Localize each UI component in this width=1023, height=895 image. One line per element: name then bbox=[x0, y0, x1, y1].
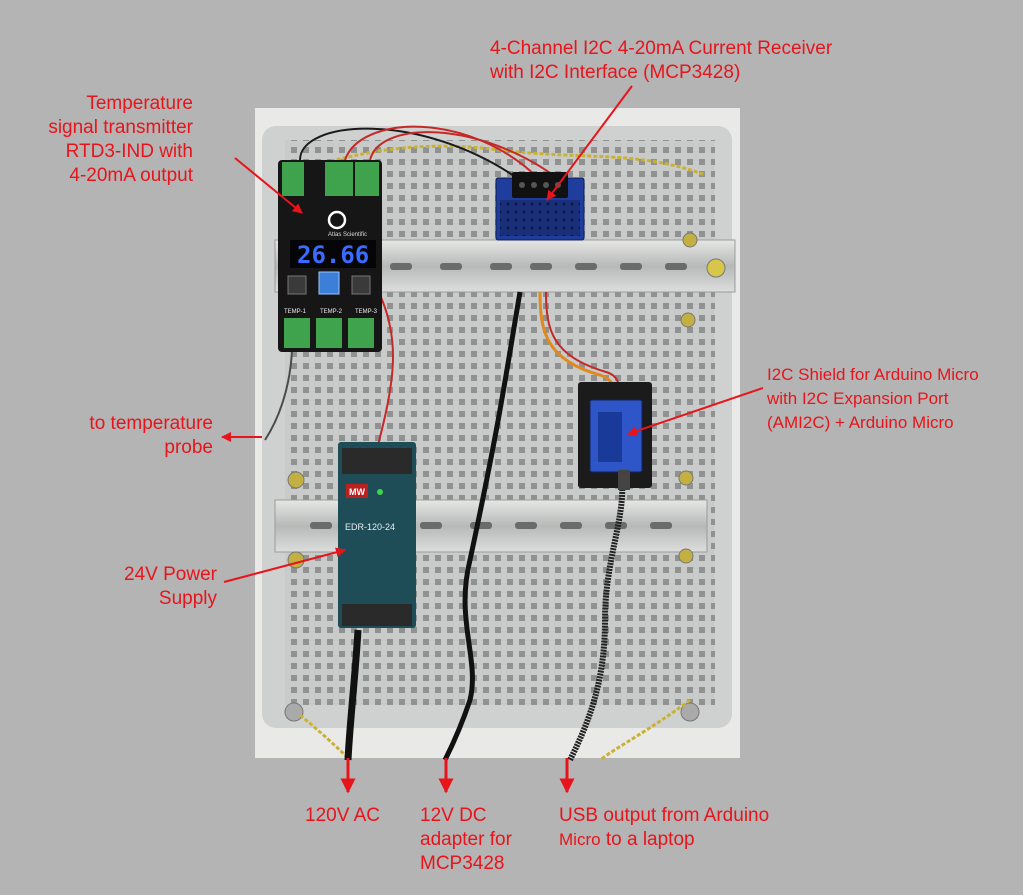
transmitter-label-line: 4-20mA output bbox=[69, 165, 193, 186]
rail-screw bbox=[678, 470, 694, 486]
channel-label: TEMP-1 bbox=[284, 309, 307, 315]
receiver-arrow bbox=[546, 85, 633, 201]
channel-label: TEMP-2 bbox=[320, 309, 343, 315]
receiver-board-pcb bbox=[500, 200, 580, 236]
usb-label-line: Micro to a laptop bbox=[559, 828, 769, 852]
terminal-block-green bbox=[284, 318, 310, 348]
psu-model: EDR-120-24 bbox=[345, 522, 395, 532]
ac-label: 120V AC bbox=[305, 804, 380, 828]
usb-cable bbox=[567, 479, 626, 762]
probe-wire bbox=[264, 349, 293, 441]
shield-label-line: with I2C Expansion Port bbox=[767, 389, 949, 408]
psu-arrow bbox=[223, 547, 346, 583]
rail-screw bbox=[287, 551, 305, 569]
transmitter-label-line: signal transmitter bbox=[48, 117, 193, 138]
arduino-pcb bbox=[598, 412, 622, 462]
probe-label-line: to temperature bbox=[89, 413, 213, 434]
psu-label-line: 24V Power bbox=[124, 564, 217, 585]
shield-label-line: (AMI2C) + Arduino Micro bbox=[767, 413, 954, 432]
signal-wire bbox=[369, 131, 561, 181]
rail-screw bbox=[678, 548, 694, 564]
transmitter-label-line: RTD3-IND with bbox=[65, 141, 193, 162]
psu-terminal bbox=[342, 448, 412, 474]
ac-cable bbox=[344, 629, 362, 761]
power-wire bbox=[377, 294, 394, 446]
transmitter-arrow bbox=[234, 157, 303, 214]
dc-label-line: adapter for bbox=[420, 829, 512, 850]
device-brand: Atlas Scientific bbox=[328, 232, 367, 238]
usb-label-micro: Micro bbox=[559, 830, 601, 849]
transmitter-label: Temperature signal transmitter RTD3-IND … bbox=[48, 92, 193, 188]
psu-label: 24V Power Supply bbox=[124, 563, 217, 611]
probe-label: to temperature probe bbox=[89, 412, 213, 460]
terminal-block-green bbox=[355, 162, 379, 196]
receiver-label: 4-Channel I2C 4-20mA Current Receiver wi… bbox=[490, 37, 832, 85]
dc-label-line: 12V DC bbox=[420, 805, 487, 826]
usb-label: USB output from Arduino Micro to a lapto… bbox=[559, 804, 769, 852]
psu-terminal bbox=[342, 604, 412, 626]
shield-label: I2C Shield for Arduino Micro with I2C Ex… bbox=[767, 363, 979, 435]
ac-label-line: 120V AC bbox=[305, 805, 380, 826]
signal-wire bbox=[299, 127, 521, 181]
psu-label-line: Supply bbox=[158, 588, 217, 609]
ground-wire bbox=[299, 713, 352, 762]
dc-label-line: MCP3428 bbox=[420, 853, 505, 874]
signal-wire bbox=[344, 125, 541, 181]
usb-label-laptop: to a laptop bbox=[605, 829, 695, 850]
rail-screw bbox=[680, 312, 696, 328]
psu-brand-badge bbox=[346, 484, 368, 498]
rail-screw bbox=[287, 471, 305, 489]
transmitter-label-line: Temperature bbox=[86, 93, 193, 114]
rail-screw bbox=[682, 232, 698, 248]
dc-adapter-cable bbox=[442, 291, 523, 762]
receiver-label-line: with I2C Interface (MCP3428) bbox=[490, 62, 741, 83]
probe-label-line: probe bbox=[164, 437, 213, 458]
atlas-logo-icon bbox=[327, 210, 347, 230]
button-2 bbox=[318, 271, 340, 295]
led-display bbox=[290, 240, 376, 268]
rail-screw bbox=[706, 258, 726, 278]
display-value: 26.66 bbox=[297, 241, 369, 269]
corner-bolt bbox=[680, 702, 700, 722]
button-1 bbox=[287, 275, 307, 295]
terminal-block-green bbox=[316, 318, 342, 348]
psu-brand: MW bbox=[349, 487, 365, 497]
channel-label: TEMP-3 bbox=[355, 309, 378, 315]
terminal-block-green bbox=[348, 318, 374, 348]
terminal-block-green bbox=[325, 162, 353, 196]
usb-connector bbox=[618, 470, 630, 490]
button-3 bbox=[351, 275, 371, 295]
receiver-label-line: 4-Channel I2C 4-20mA Current Receiver bbox=[490, 38, 833, 59]
dc-label: 12V DC adapter for MCP3428 bbox=[420, 804, 512, 876]
psu-led bbox=[377, 489, 383, 495]
terminal-block-green bbox=[282, 162, 304, 196]
shield-arrow bbox=[627, 387, 764, 436]
ground-wire bbox=[599, 698, 691, 762]
shield-label-line: I2C Shield for Arduino Micro bbox=[767, 365, 979, 384]
corner-bolt bbox=[284, 702, 304, 722]
usb-label-line: USB output from Arduino bbox=[559, 805, 770, 826]
